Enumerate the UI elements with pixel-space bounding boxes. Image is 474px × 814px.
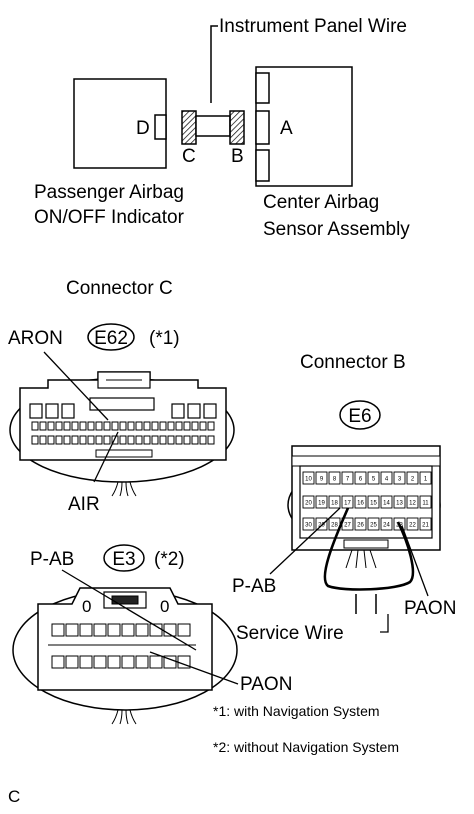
e6-pin: 6 <box>359 477 363 483</box>
pab-label-e6: P-AB <box>232 576 276 597</box>
e62-pin-row-1 <box>31 421 215 431</box>
e62-label: E62 <box>94 328 128 349</box>
paon-label-e6: PAON <box>404 598 456 619</box>
e6-pin: 30 <box>305 523 312 529</box>
paon-leader-e3 <box>149 651 239 685</box>
air-leader <box>93 431 119 483</box>
service-wire-loop <box>323 507 415 591</box>
e62-pin-row-2 <box>31 435 215 445</box>
e3-zero-right: 0 <box>160 597 169 616</box>
connector-b-title: Connector B <box>300 352 406 373</box>
top-section: Instrument Panel Wire D C B A Passenger … <box>34 16 410 240</box>
paon-leader-e6 <box>401 525 429 597</box>
e6-pin: 16 <box>357 501 364 507</box>
pab-label-e3: P-AB <box>30 549 74 570</box>
e6-pin: 27 <box>344 523 351 529</box>
e6-pin: 4 <box>385 477 389 483</box>
connector-d-slot <box>154 114 167 140</box>
e6-pin: 11 <box>422 501 429 507</box>
e6-pin: 8 <box>333 477 337 483</box>
e6-pin: 21 <box>422 523 429 529</box>
label-c: C <box>182 146 196 167</box>
e6-pin: 9 <box>320 477 324 483</box>
e6-pin: 28 <box>331 523 338 529</box>
e6-pin: 20 <box>305 501 312 507</box>
paon-label-e3: PAON <box>240 674 292 695</box>
e62-top-cavities <box>29 397 217 419</box>
e6-pin: 1 <box>424 477 428 483</box>
instrument-panel-wire <box>195 115 231 137</box>
center-airbag-label-2: Sensor Assembly <box>263 219 410 240</box>
label-d: D <box>136 118 150 139</box>
e3-zero-left: 0 <box>82 597 91 616</box>
instrument-panel-wire-label: Instrument Panel Wire <box>219 16 407 37</box>
center-airbag-label-1: Center Airbag <box>263 192 379 213</box>
service-wire-bracket <box>380 614 389 633</box>
connector-b-section: Connector B E6 10 9 8 7 6 5 4 3 2 1 <box>232 352 456 644</box>
label-a: A <box>280 118 293 139</box>
passenger-indicator-label-2: ON/OFF Indicator <box>34 207 185 228</box>
aron-label: ARON <box>8 328 63 349</box>
e6-pin-row-2: 20 19 18 17 16 15 14 13 12 11 <box>302 495 432 509</box>
e6-pin: 2 <box>411 477 415 483</box>
connector-c-e62-section: Connector C ARON E62 (*1) <box>8 278 235 515</box>
e6-pin: 10 <box>305 477 312 483</box>
connector-c-title: Connector C <box>66 278 173 299</box>
e6-pin: 19 <box>318 501 325 507</box>
air-label: AIR <box>68 494 100 515</box>
e6-pin: 3 <box>398 477 402 483</box>
e6-pin: 18 <box>331 501 338 507</box>
e3-note: (*2) <box>154 549 185 570</box>
e3-pin-row-1 <box>51 623 191 637</box>
e6-pin: 25 <box>370 523 377 529</box>
footer-code: C <box>8 787 20 806</box>
e3-harness <box>111 709 137 725</box>
pab-leader-e3 <box>61 569 197 651</box>
note-with-navigation: *1: with Navigation System <box>213 703 380 719</box>
note-without-navigation: *2: without Navigation System <box>213 739 399 755</box>
passenger-indicator-box <box>73 78 167 169</box>
connector-c-e3-section: P-AB E3 (*2) 0 0 PAON <box>12 544 292 725</box>
e6-bottom-key <box>343 539 389 549</box>
e6-pin: 15 <box>370 501 377 507</box>
center-airbag-box <box>255 66 353 187</box>
e6-pin: 7 <box>346 477 350 483</box>
e6-harness <box>345 549 377 569</box>
wire-leader-line <box>210 25 218 103</box>
e62-bottom-key <box>95 449 153 458</box>
e62-note: (*1) <box>149 328 180 349</box>
connector-a-slot <box>255 110 270 145</box>
e6-pin: 5 <box>372 477 376 483</box>
e6-pin: 24 <box>383 523 390 529</box>
connector-c-block <box>181 110 197 145</box>
e6-badge <box>339 400 381 430</box>
service-wire-label: Service Wire <box>236 623 344 644</box>
e6-pin: 26 <box>357 523 364 529</box>
e6-label: E6 <box>348 406 371 427</box>
e3-pin-row-2 <box>51 655 191 669</box>
e3-label: E3 <box>112 549 135 570</box>
label-b: B <box>231 146 244 167</box>
e6-pin: 22 <box>409 523 416 529</box>
sensor-slot-top <box>255 72 270 104</box>
passenger-indicator-label-1: Passenger Airbag <box>34 182 184 203</box>
e6-pin: 14 <box>383 501 390 507</box>
e3-badge <box>103 544 145 572</box>
e6-pin: 13 <box>396 501 403 507</box>
pab-leader-e6 <box>269 507 341 575</box>
e62-harness <box>111 481 137 497</box>
e6-pin: 12 <box>409 501 416 507</box>
sensor-slot-bottom <box>255 149 270 182</box>
e6-pin: 17 <box>344 501 351 507</box>
e62-badge <box>87 323 135 351</box>
aron-leader <box>43 351 109 421</box>
e6-pin-row-1: 10 9 8 7 6 5 4 3 2 1 <box>302 471 432 485</box>
connector-b-block <box>229 110 245 145</box>
